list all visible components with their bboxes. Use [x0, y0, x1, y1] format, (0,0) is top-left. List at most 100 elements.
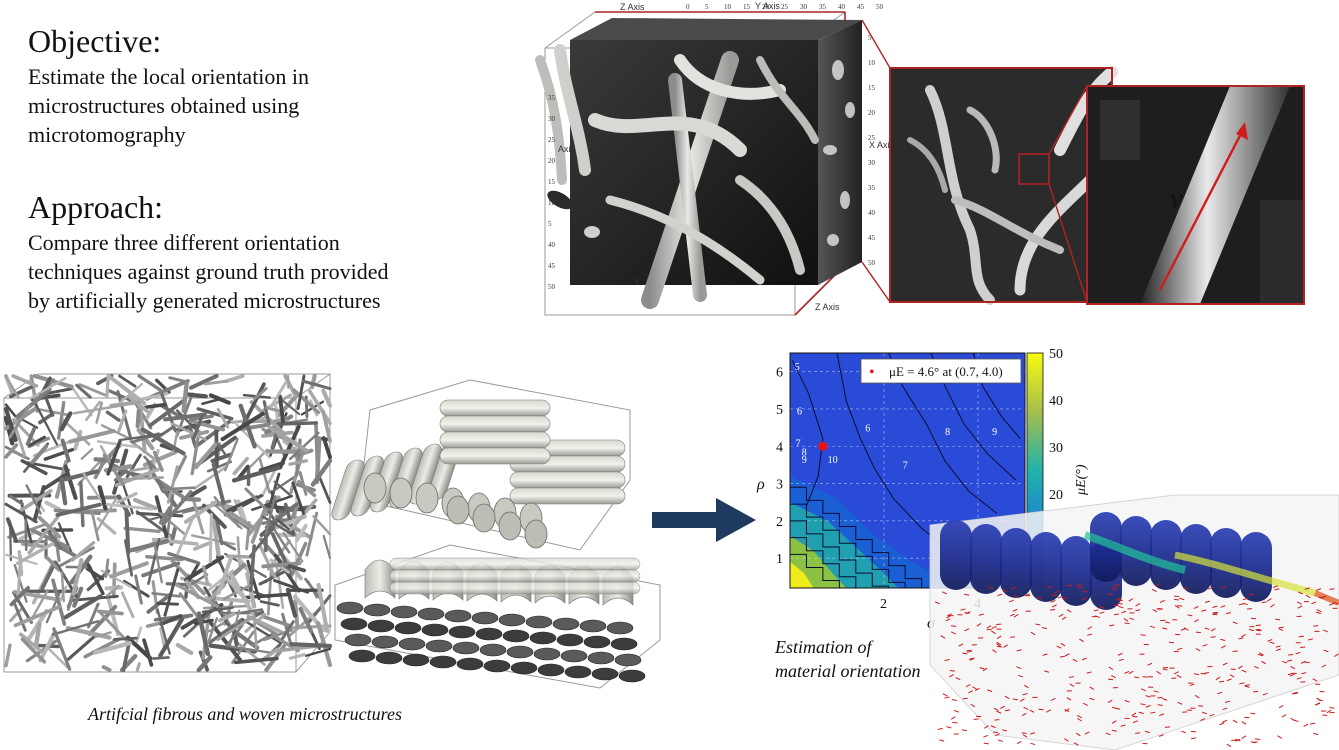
fiber	[71, 558, 84, 596]
tow-end	[363, 603, 391, 617]
tow-end	[614, 653, 642, 667]
tow	[389, 569, 641, 583]
approach-line: techniques against ground truth provided	[28, 259, 389, 284]
colorbar-tick-label: 20	[1049, 488, 1063, 503]
fiber	[254, 620, 279, 637]
fiber	[140, 427, 186, 456]
fiber	[196, 655, 213, 673]
orientation-vector-mark	[946, 614, 952, 619]
orientation-vector-mark	[1124, 670, 1130, 674]
orientation-vector-mark	[1316, 609, 1322, 613]
orientation-vector-mark	[1144, 730, 1150, 734]
orientation-vector-mark	[1107, 678, 1114, 681]
orientation-vector-mark	[1194, 619, 1200, 623]
fiber	[261, 561, 302, 569]
colorbar-tick-label: 40	[1049, 394, 1063, 409]
fiber	[70, 541, 96, 562]
fiber	[288, 459, 309, 466]
fiber	[34, 403, 59, 446]
orientation-vector-mark	[1215, 676, 1221, 681]
orientation-vector-mark	[1259, 652, 1264, 656]
fiber	[136, 511, 184, 518]
contour-line	[836, 352, 951, 552]
orientation-vector-mark	[942, 693, 948, 697]
orientation-vector-mark	[1145, 705, 1151, 708]
z-axis-bottom-label: Z Axis	[815, 302, 840, 312]
orientation-vector-mark	[1312, 678, 1318, 682]
tow-end	[583, 635, 611, 649]
tow-end	[389, 477, 413, 509]
flow-arrow	[652, 498, 756, 542]
zoom-connectors-1	[861, 19, 891, 303]
fiber	[257, 543, 277, 579]
orientation-vector-mark	[1066, 584, 1073, 587]
orientation-vector-mark	[1159, 713, 1165, 717]
orientation-vector-mark	[1221, 586, 1227, 589]
y-label: Y	[634, 277, 640, 287]
orientation-vector-mark	[1050, 608, 1056, 611]
orientation-vector-mark	[993, 707, 999, 712]
tick-right-label: 20	[868, 109, 876, 117]
fiber	[104, 558, 110, 578]
orientation-vector-mark	[1072, 658, 1078, 662]
orientation-vector-mark	[1238, 637, 1244, 640]
fiber	[11, 450, 28, 460]
orientation-vector-mark	[996, 641, 1002, 646]
orientation-vector-mark	[1021, 712, 1027, 717]
volume-side-face	[818, 20, 862, 285]
tick-left-label: 10	[548, 199, 556, 207]
tick-top-label: 25	[781, 3, 789, 11]
orientation-vector-mark	[1158, 734, 1164, 737]
fiber	[322, 534, 332, 559]
y-tick-label: 6	[776, 366, 783, 381]
orientation-vector-mark	[1066, 697, 1072, 701]
orientation-vector-mark	[1220, 638, 1226, 642]
orientation-vector-mark	[972, 686, 977, 690]
orientation-vector-mark	[1238, 665, 1243, 670]
fiber	[90, 510, 100, 542]
fiber	[272, 527, 291, 554]
orientation-vector-mark	[1194, 694, 1200, 699]
fiber	[141, 561, 181, 578]
orientation-vector-mark	[1329, 706, 1335, 709]
orientation-vector-mark	[1149, 625, 1155, 629]
tow-end	[564, 665, 592, 679]
fiber	[301, 379, 332, 391]
orientation-vector-mark	[966, 650, 973, 653]
fiber	[258, 570, 286, 586]
result-tow	[1240, 532, 1272, 602]
orientation-vector-mark	[1296, 601, 1302, 605]
fiber	[122, 579, 150, 598]
orientation-vector-mark	[964, 628, 970, 632]
orientation-vector-mark	[1035, 623, 1041, 626]
fiber	[120, 591, 135, 619]
orientation-vector-mark	[1323, 649, 1329, 653]
orientation-vector-mark	[1024, 684, 1029, 689]
orientation-vector-mark	[1029, 732, 1035, 735]
orientation-vector-mark	[1107, 699, 1113, 704]
orientation-vector-mark	[1109, 624, 1115, 627]
orientation-vector-mark	[1018, 674, 1024, 678]
orientation-vector-mark	[1075, 732, 1081, 737]
tick-right-label: 35	[868, 184, 876, 192]
tow-end	[452, 641, 480, 655]
orientation-vector-mark	[982, 667, 988, 672]
fiber	[205, 569, 235, 594]
approach-line: Compare three different orientation	[28, 230, 340, 255]
tick-left-label: 40	[548, 241, 556, 249]
fiber	[8, 494, 24, 506]
orientation-vector-mark	[1296, 677, 1302, 680]
orientation-vector-mark	[1226, 743, 1232, 748]
orientation-vector-mark	[1219, 680, 1225, 683]
fiber	[280, 620, 295, 641]
fiber	[193, 419, 232, 449]
orientation-vector-mark	[1022, 734, 1028, 738]
fiber	[232, 456, 249, 476]
fiber	[63, 464, 78, 500]
orientation-vector-mark	[1323, 629, 1329, 633]
orientation-vector-mark	[1219, 722, 1225, 726]
fiber	[32, 485, 46, 523]
fiber	[289, 498, 318, 532]
tick-top-label: 30	[800, 3, 808, 11]
